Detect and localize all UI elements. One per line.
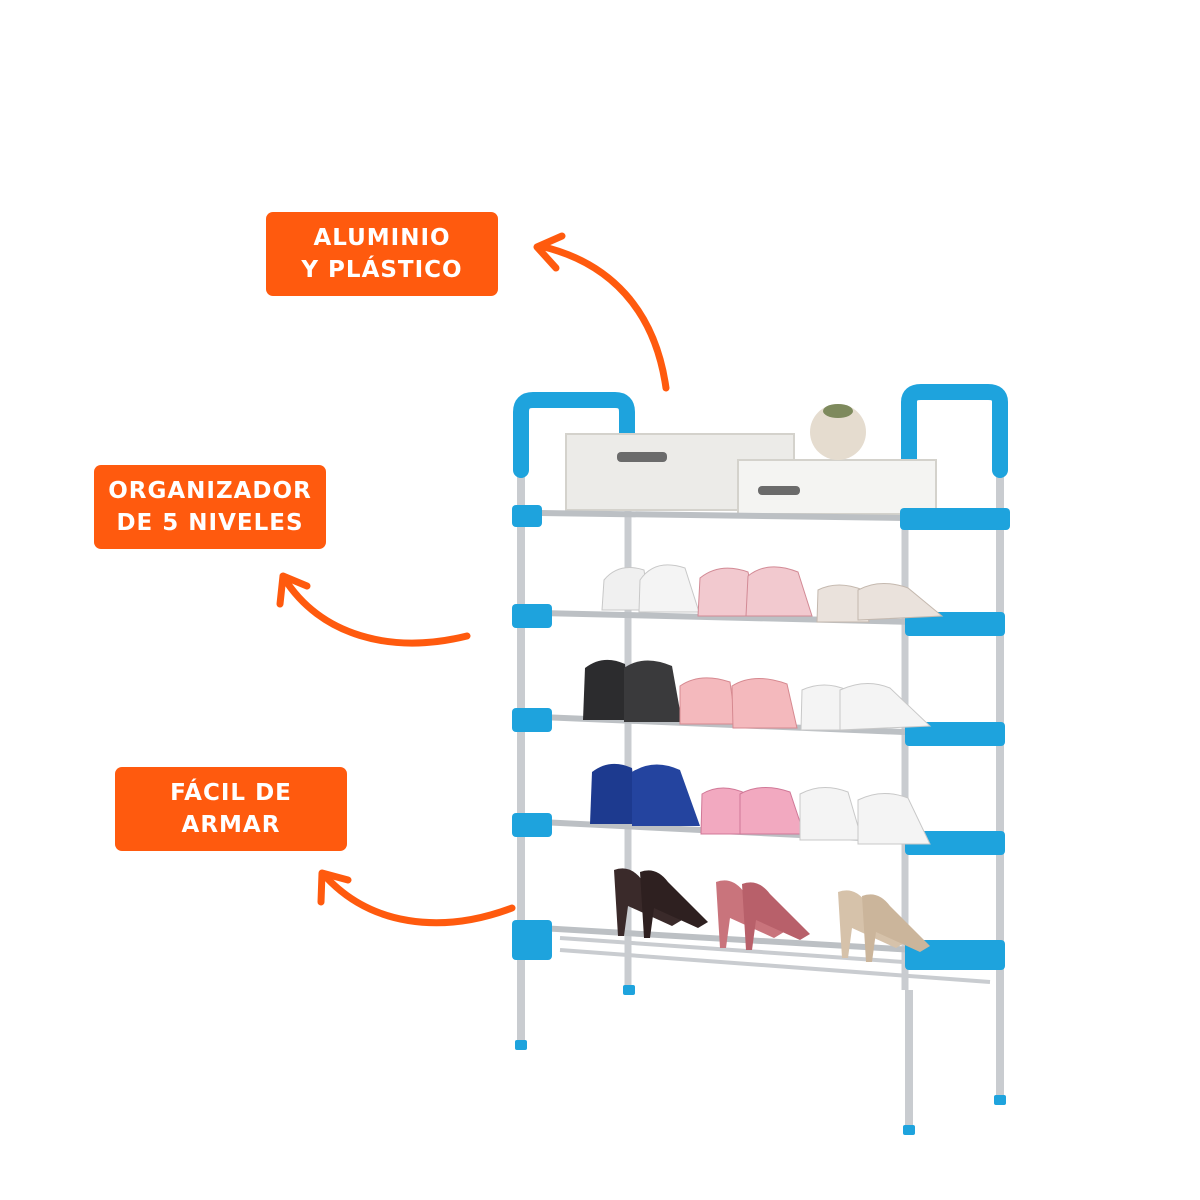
callout-tiers: ORGANIZADOR DE 5 NIVELES <box>94 465 326 549</box>
shelf-tier-5 <box>512 920 1005 984</box>
callout-assembly-line2: ARMAR <box>181 812 281 838</box>
shelf-tier-2 <box>512 604 1005 636</box>
storage-boxes <box>565 404 937 515</box>
callout-material-line1: ALUMINIO <box>313 225 451 251</box>
shoes-tier-4 <box>590 763 931 845</box>
callout-assembly-line1: FÁCIL DE <box>170 780 292 806</box>
rack-feet <box>515 985 1006 1135</box>
shelf-tier-1 <box>512 505 1010 530</box>
callout-tiers-line1: ORGANIZADOR <box>108 478 312 504</box>
shoes-tier-5 <box>614 868 930 962</box>
callout-tiers-line2: DE 5 NIVELES <box>116 510 304 536</box>
shoes-tier-3 <box>583 659 932 731</box>
callout-assembly: FÁCIL DE ARMAR <box>115 767 347 851</box>
arrow-assembly <box>317 869 516 927</box>
callout-material-line2: Y PLÁSTICO <box>301 257 463 283</box>
rack-handles <box>513 384 1008 478</box>
shoes-tier-2 <box>601 564 944 623</box>
callout-material: ALUMINIO Y PLÁSTICO <box>266 212 498 296</box>
arrow-tiers <box>276 572 471 647</box>
arrow-material <box>533 232 670 392</box>
